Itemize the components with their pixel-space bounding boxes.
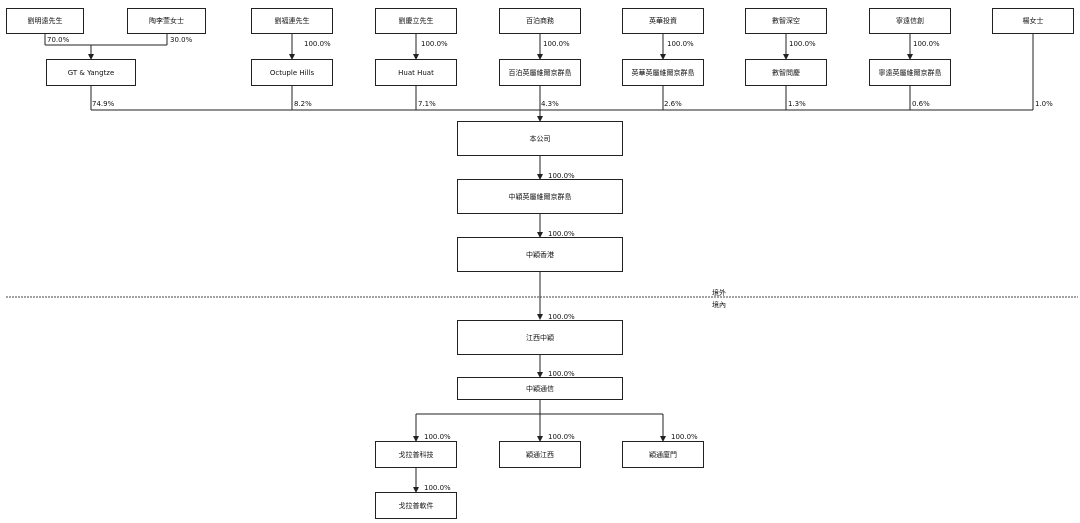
shareholder-box-ying-hua-tou-zi: 英華投資 — [622, 8, 704, 34]
pct-label: 100.0% — [543, 40, 570, 48]
pct-label: 100.0% — [548, 433, 575, 441]
entity-box-zhong-ying-tong-xin: 中穎通信 — [457, 377, 623, 400]
pct-label: 8.2% — [294, 100, 312, 108]
subsidiary-box-ge-la-pu-software: 戈拉普軟件 — [375, 492, 457, 519]
holding-box-bai-bo-bvi: 百泊英屬維爾京群島 — [499, 59, 581, 86]
pct-label: 30.0% — [170, 36, 193, 44]
subsidiary-box-ge-la-pu-tech: 戈拉普科技 — [375, 441, 457, 468]
shareholder-box-bai-bo-shang-wu: 百泊商務 — [499, 8, 581, 34]
pct-label: 70.0% — [47, 36, 70, 44]
pct-label: 74.9% — [92, 100, 115, 108]
holding-box-ying-hua-bvi: 英華英屬維爾京群島 — [622, 59, 704, 86]
pct-label: 100.0% — [789, 40, 816, 48]
pct-label: 100.0% — [304, 40, 331, 48]
pct-label: 100.0% — [667, 40, 694, 48]
entity-box-jiang-xi-zhong-ying: 江西中穎 — [457, 320, 623, 355]
shareholder-box-liu-fu-lian: 劉福連先生 — [251, 8, 333, 34]
shareholder-box-shu-zhi-shen-kong: 數智深空 — [745, 8, 827, 34]
onshore-label: 境內 — [712, 301, 726, 309]
pct-label: 100.0% — [548, 172, 575, 180]
pct-label: 100.0% — [548, 313, 575, 321]
entity-box-company: 本公司 — [457, 121, 623, 156]
holding-box-huat-huat: Huat Huat — [375, 59, 457, 86]
entity-box-zhong-ying-bvi: 中穎英屬維爾京群島 — [457, 179, 623, 214]
pct-label: 0.6% — [912, 100, 930, 108]
shareholder-box-liu-qing-li: 劉慶立先生 — [375, 8, 457, 34]
pct-label: 100.0% — [424, 484, 451, 492]
subsidiary-box-ying-tong-xia-men: 穎通廈門 — [622, 441, 704, 468]
holding-box-ning-yuan-bvi: 寧遠英屬維爾京群島 — [869, 59, 951, 86]
entity-box-zhong-ying-hk: 中穎香港 — [457, 237, 623, 272]
pct-label: 100.0% — [548, 370, 575, 378]
pct-label: 4.3% — [541, 100, 559, 108]
holding-box-octuple-hills: Octuple Hills — [251, 59, 333, 86]
pct-label: 1.3% — [788, 100, 806, 108]
pct-label: 100.0% — [421, 40, 448, 48]
shareholder-box-tao-li-xuan: 陶李萱女士 — [127, 8, 206, 34]
pct-label: 100.0% — [548, 230, 575, 238]
holding-box-gt-yangtze: GT & Yangtze — [46, 59, 136, 86]
pct-label: 100.0% — [913, 40, 940, 48]
pct-label: 2.6% — [664, 100, 682, 108]
pct-label: 1.0% — [1035, 100, 1053, 108]
shareholder-box-liu-ming-yuan: 劉明遠先生 — [6, 8, 84, 34]
offshore-label: 境外 — [712, 289, 726, 297]
shareholder-box-ning-yuan-xin-chuang: 寧遠信創 — [869, 8, 951, 34]
pct-label: 100.0% — [424, 433, 451, 441]
pct-label: 7.1% — [418, 100, 436, 108]
pct-label: 100.0% — [671, 433, 698, 441]
holding-box-shu-zhi-gu-wen: 數智問慶 — [745, 59, 827, 86]
subsidiary-box-ying-tong-jiang-xi: 穎通江西 — [499, 441, 581, 468]
shareholder-box-yang-nv-shi: 楊女士 — [992, 8, 1074, 34]
